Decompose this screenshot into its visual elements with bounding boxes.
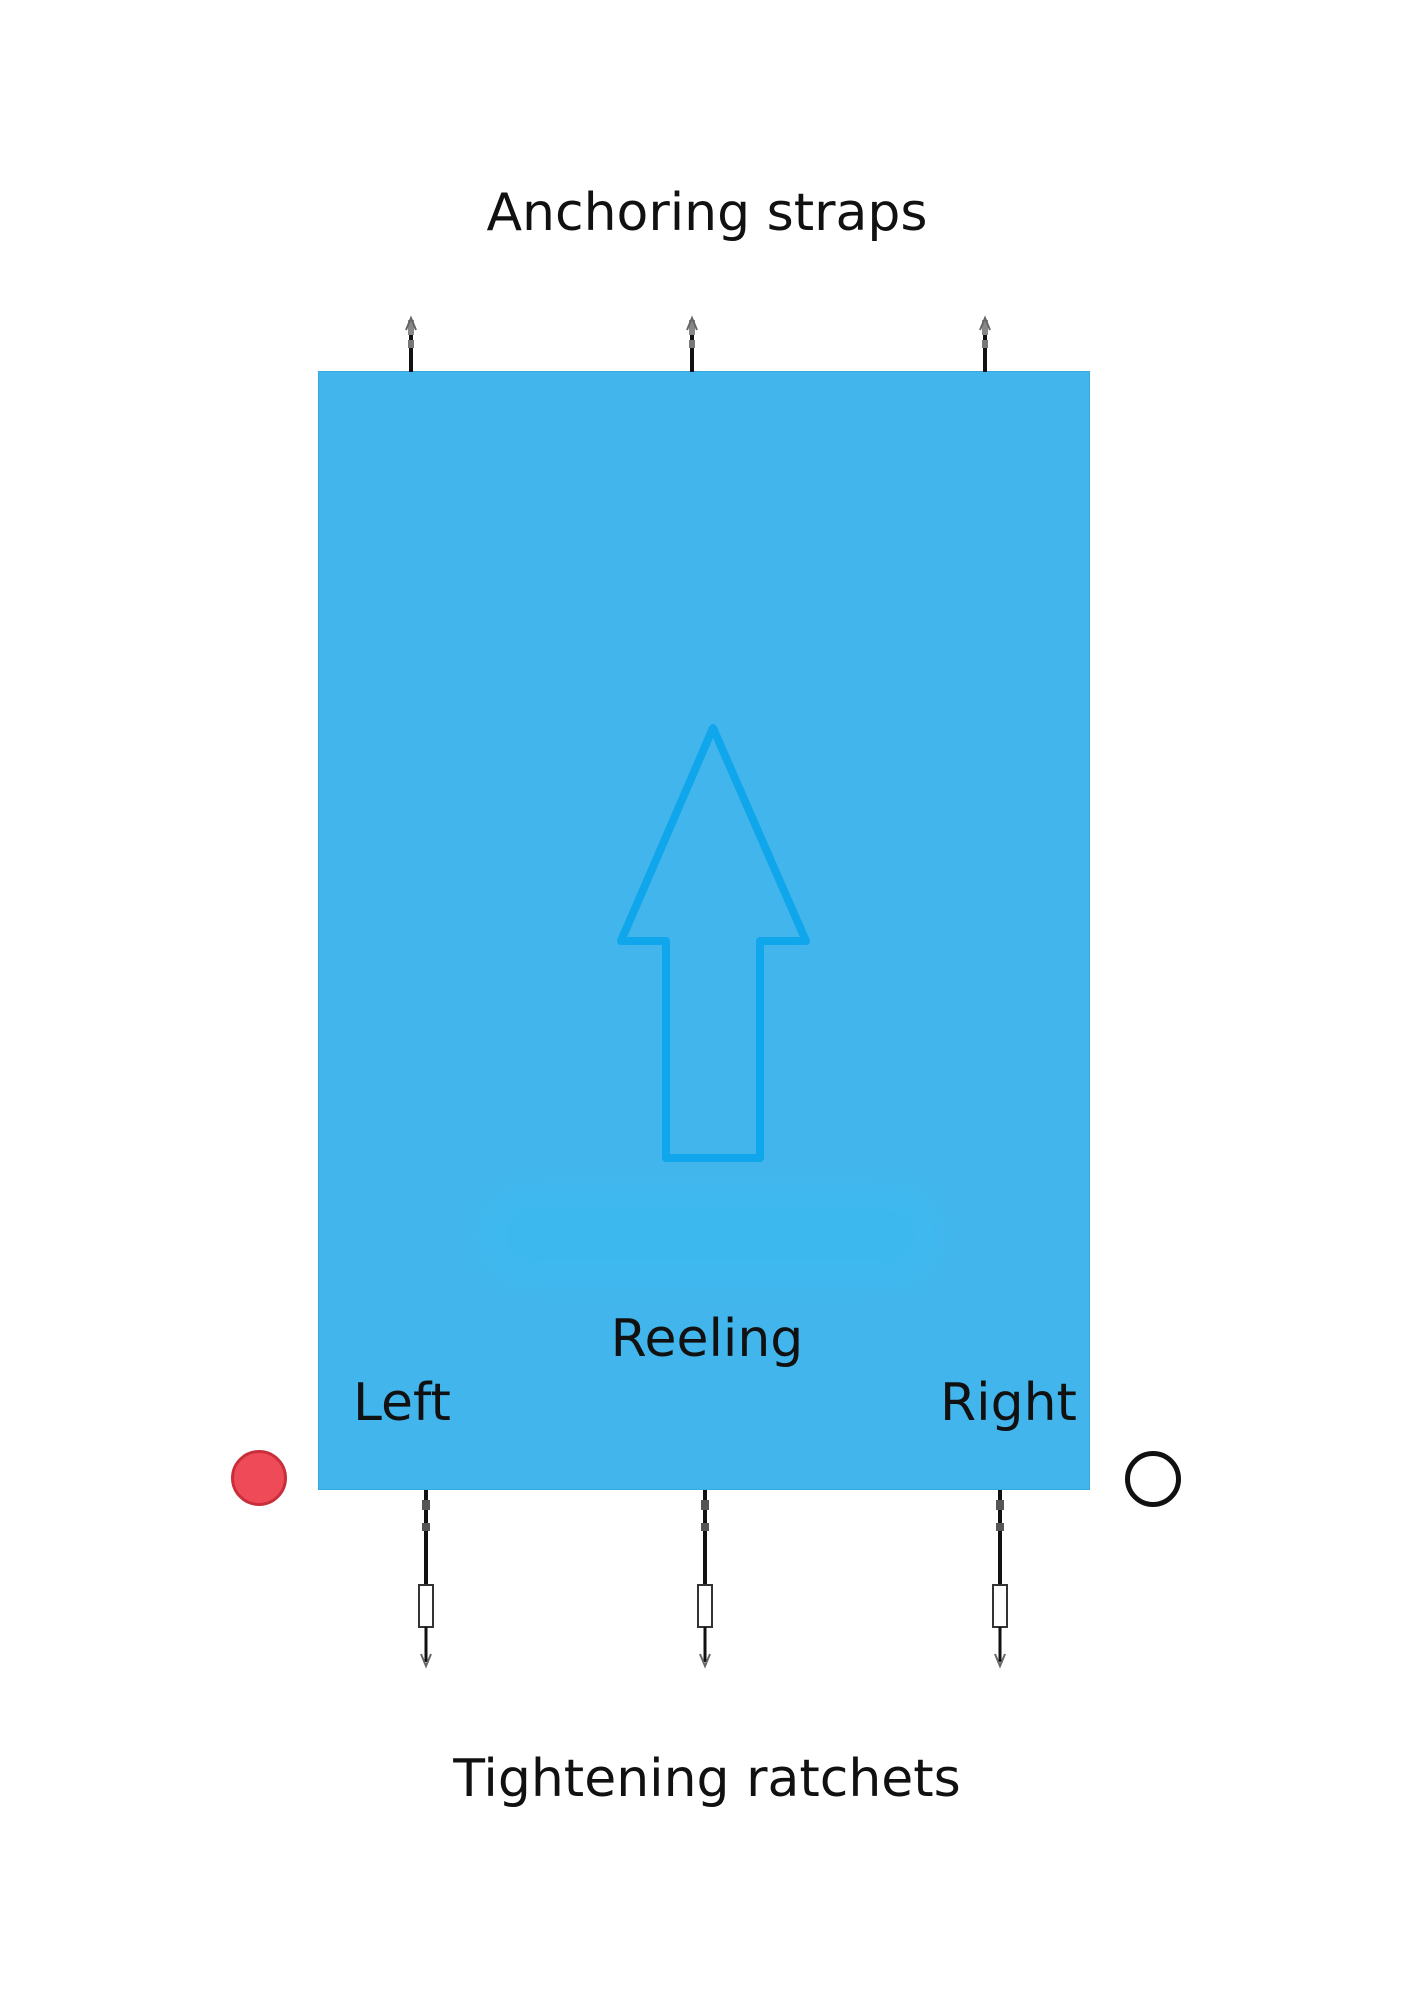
anchoring-strap-center [686, 315, 698, 372]
tightening-ratchet-left [418, 1490, 434, 1669]
anchoring-strap-right [979, 315, 991, 372]
left-label: Left [353, 1373, 451, 1433]
tightening-ratchet-center [697, 1490, 713, 1669]
pool-cover [318, 371, 1090, 1490]
tightening-ratchets-label: Tightening ratchets [453, 1749, 961, 1809]
anchoring-straps-label: Anchoring straps [486, 183, 928, 243]
anchoring-strap-left [405, 315, 417, 372]
up-arrow-icon [617, 724, 810, 1162]
hollow-circle-icon [1125, 1451, 1181, 1507]
reeling-label: Reeling [610, 1309, 804, 1369]
right-label: Right [940, 1373, 1077, 1433]
tightening-ratchet-right [992, 1490, 1008, 1669]
filled-circle-icon [231, 1450, 287, 1506]
cover-highlight [480, 1185, 940, 1285]
